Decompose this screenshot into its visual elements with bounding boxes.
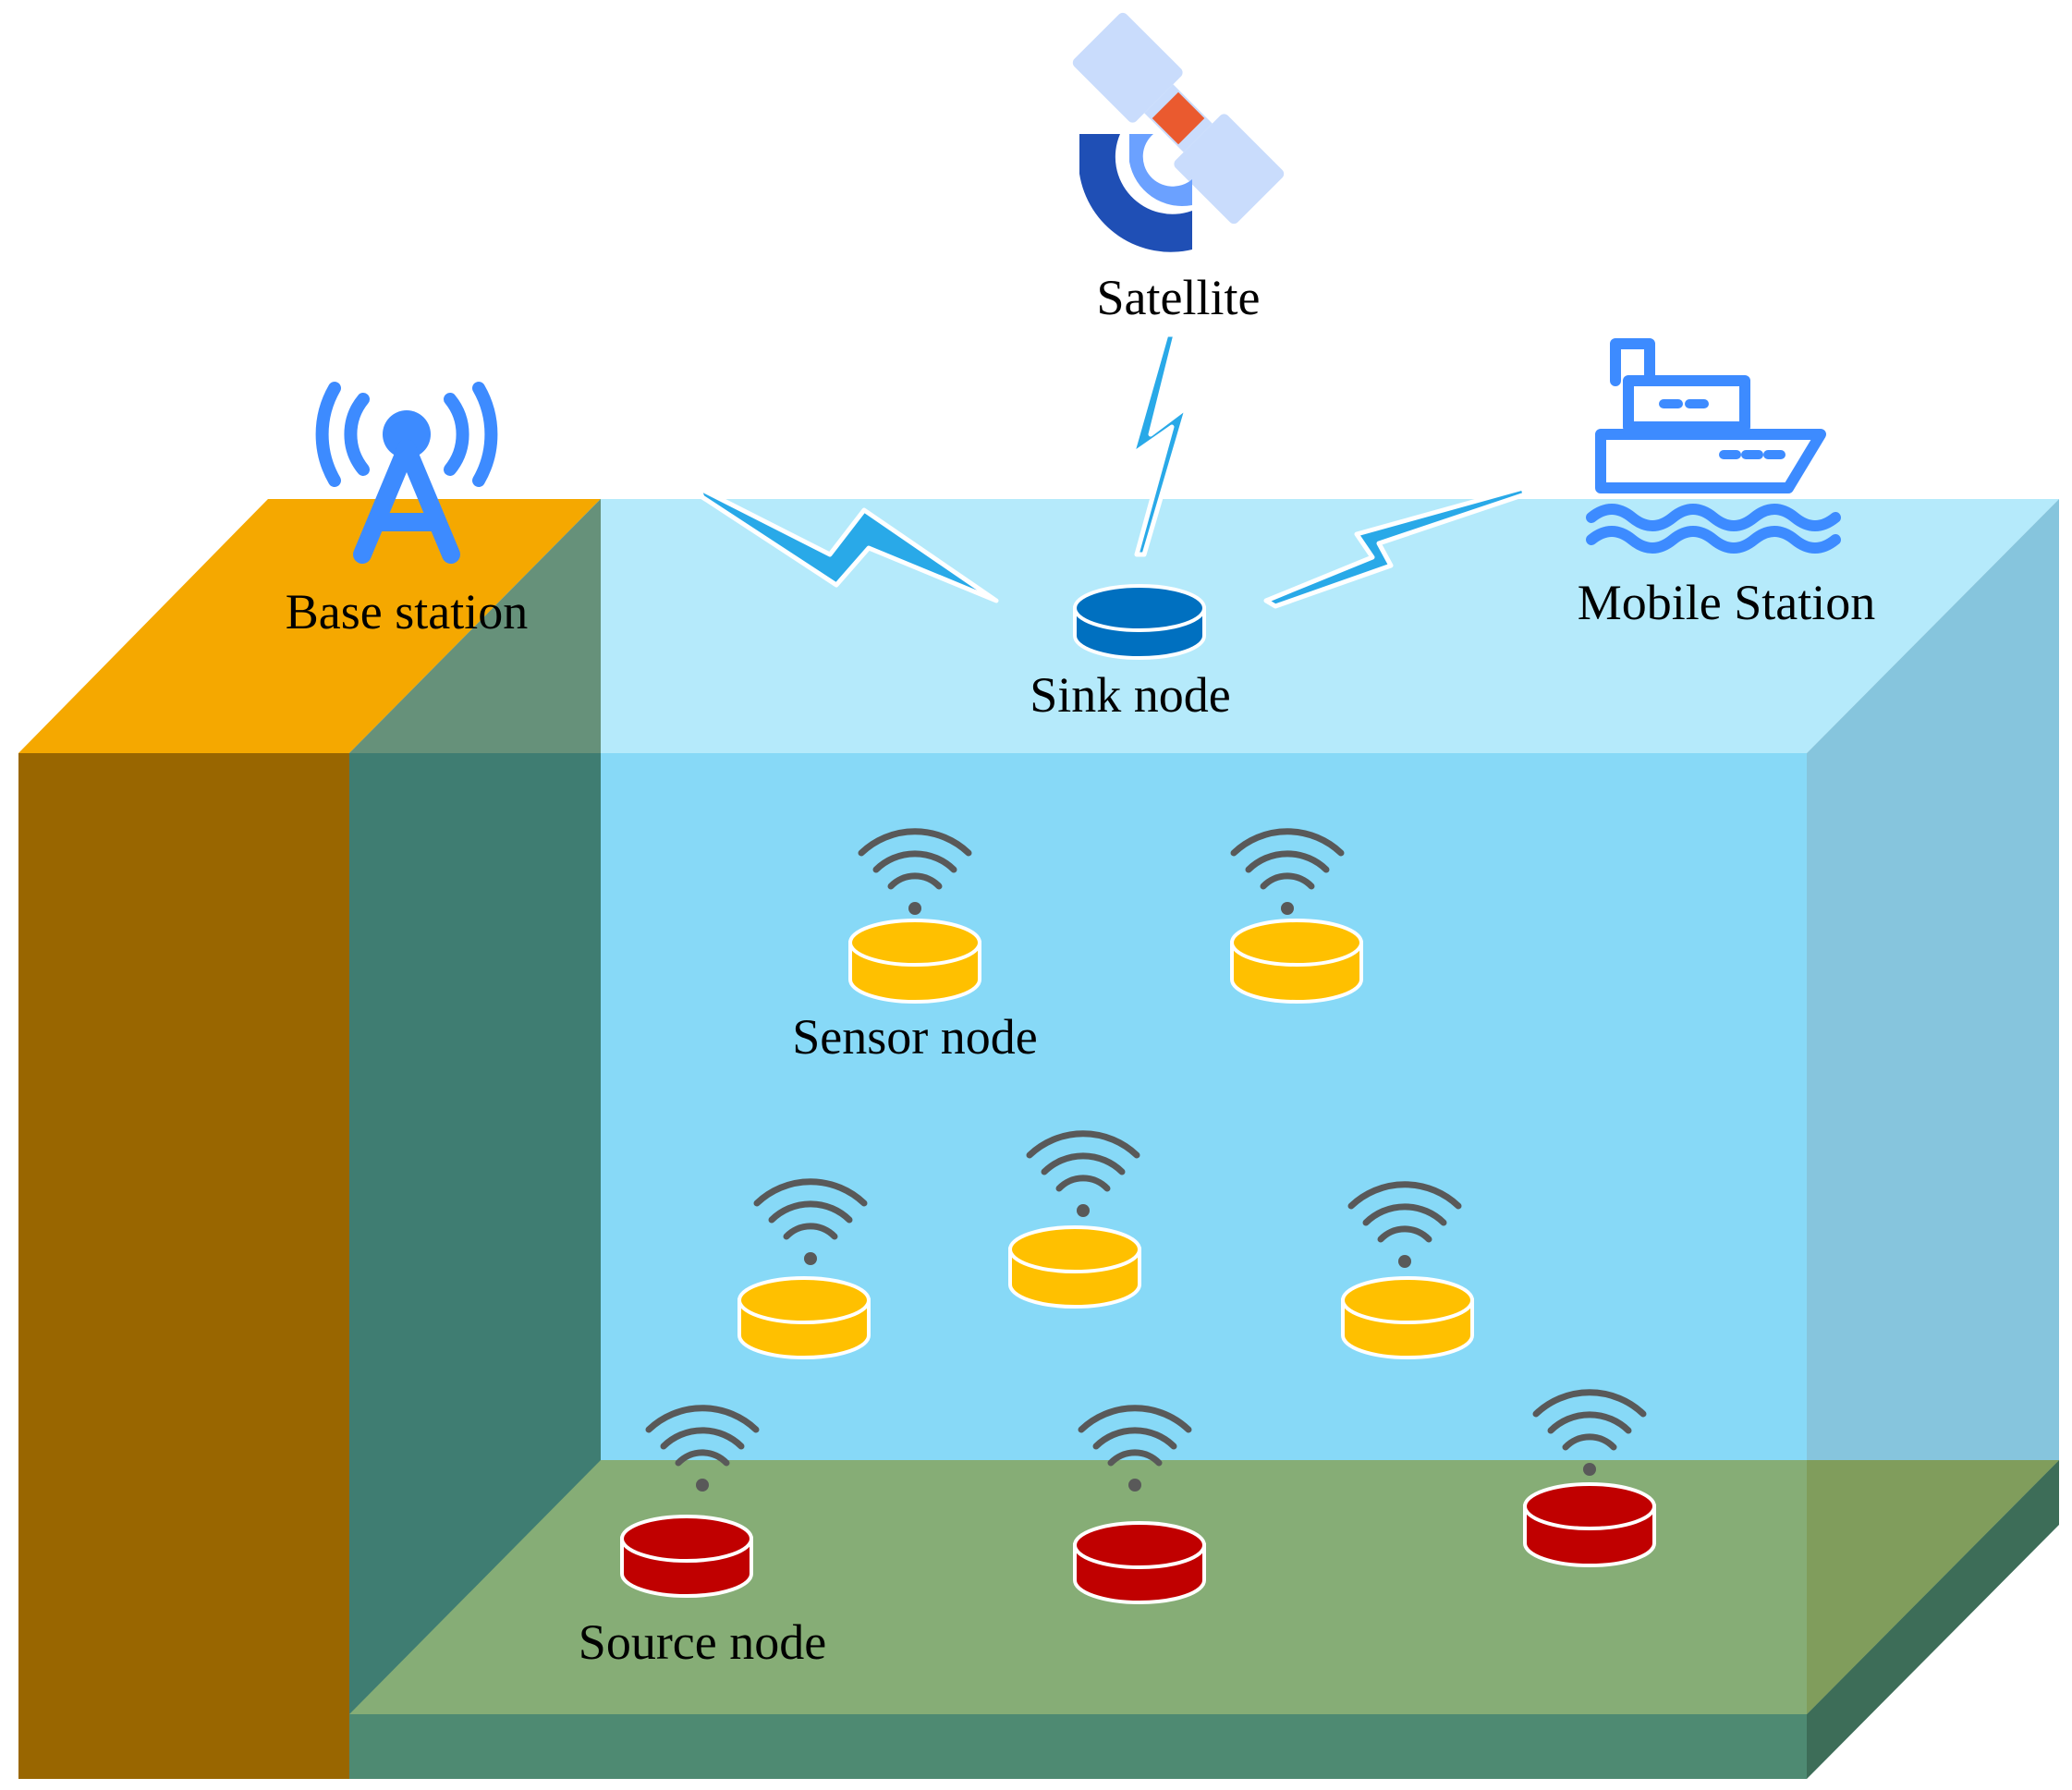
link-satellite-to-sink xyxy=(1129,332,1190,557)
ship-icon xyxy=(1586,338,1841,554)
sensor-node xyxy=(1230,832,1363,1004)
seabed-front-face xyxy=(349,1714,1807,1779)
seabed-side-face xyxy=(1807,1460,2059,1779)
seabed-side-tint xyxy=(1807,1460,2059,1714)
base-station-label: Base station xyxy=(286,584,528,639)
link-base-to-sink xyxy=(696,485,999,603)
source-node-label: Source node xyxy=(579,1614,826,1670)
sensor-node xyxy=(848,832,981,1004)
link-mobile-to-sink xyxy=(1263,485,1528,609)
satellite-icon xyxy=(1072,12,1285,252)
land-block xyxy=(18,499,601,1779)
sink-node xyxy=(1073,584,1206,660)
satellite-label: Satellite xyxy=(1097,270,1261,325)
water-side-face xyxy=(1807,499,2059,1714)
land-side-face xyxy=(349,499,601,1779)
seabed-top-face xyxy=(349,1460,2059,1714)
sensor-node xyxy=(737,1182,871,1359)
sensor-node-label: Sensor node xyxy=(792,1009,1037,1065)
land-front-face xyxy=(18,753,349,1779)
source-node xyxy=(1073,1408,1206,1604)
sensor-node xyxy=(1341,1185,1474,1359)
sink-node-label: Sink node xyxy=(1030,667,1231,723)
source-node xyxy=(1523,1393,1656,1567)
water-over-land-top xyxy=(349,499,601,753)
mobile-station-label: Mobile Station xyxy=(1578,575,1876,630)
sensor-node xyxy=(1008,1134,1141,1309)
antenna-tower-icon xyxy=(315,382,498,564)
source-node xyxy=(620,1408,756,1598)
